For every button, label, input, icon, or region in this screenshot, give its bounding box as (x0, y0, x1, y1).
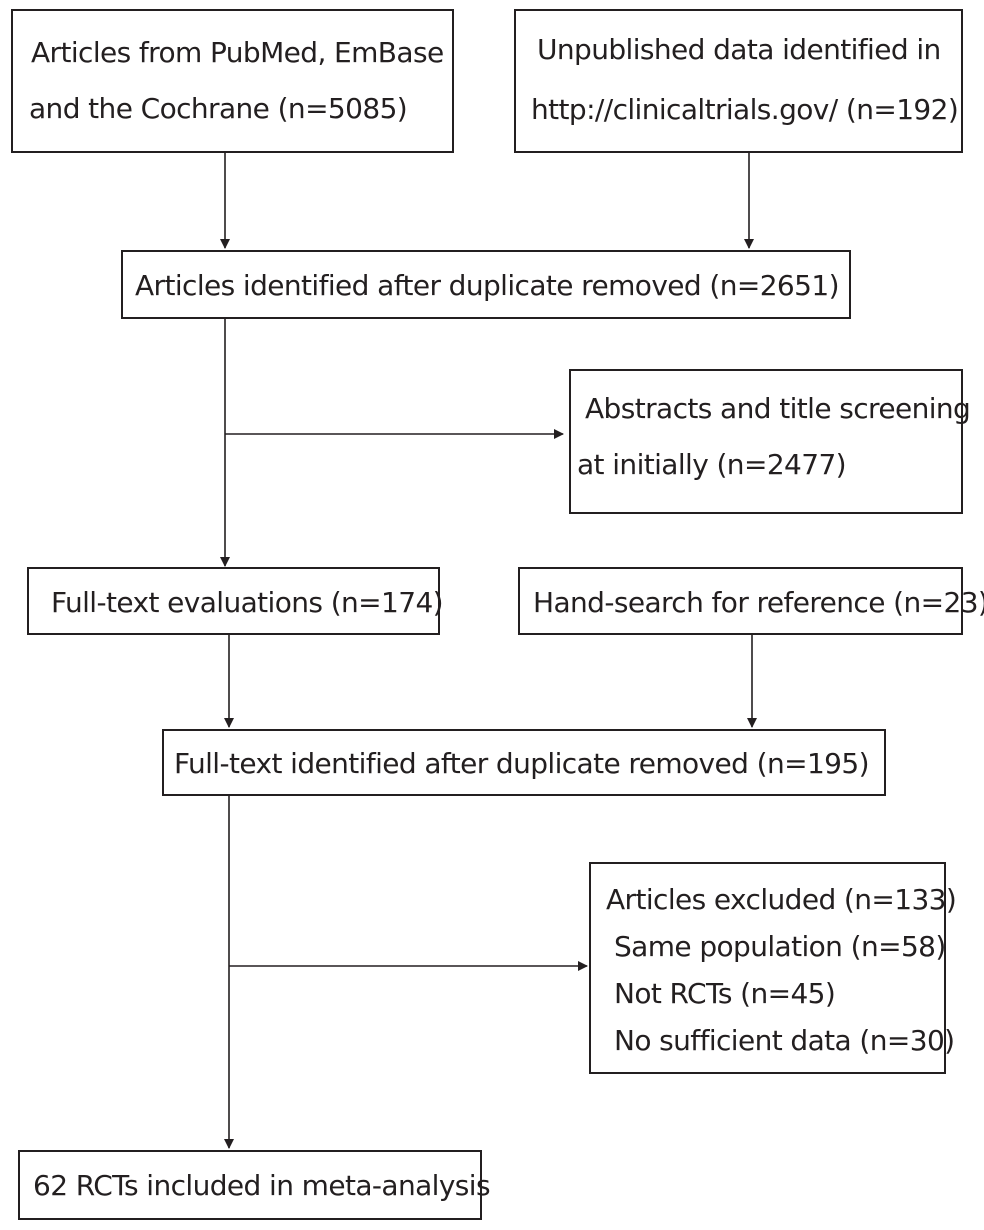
pubmed-box: Articles from PubMed, EmBase and the Coc… (11, 9, 454, 153)
pubmed-line-1: Articles from PubMed, EmBase (31, 36, 444, 69)
pubmed-line-2: and the Cochrane (n=5085) (29, 92, 408, 125)
excluded-line-2: Same population (n=58) (614, 930, 946, 963)
dedup-box: Articles identified after duplicate remo… (121, 250, 851, 319)
included-box: 62 RCTs included in meta-analysis (18, 1150, 491, 1220)
excluded-box: Articles excluded (n=133) Same populatio… (589, 862, 957, 1074)
screening-box: Abstracts and title screening at initial… (569, 369, 971, 514)
handsearch-box: Hand-search for reference (n=23) (518, 567, 984, 635)
clinicaltrials-line-2: http://clinicaltrials.gov/ (n=192) (531, 93, 959, 126)
screening-line-1: Abstracts and title screening (585, 392, 971, 425)
handsearch-line-1: Hand-search for reference (n=23) (533, 586, 984, 619)
excluded-line-3: Not RCTs (n=45) (614, 977, 836, 1010)
fulltext-evaluations-line-1: Full-text evaluations (n=174) (51, 586, 444, 619)
included-line-1: 62 RCTs included in meta-analysis (33, 1169, 491, 1202)
fulltext-dedup-line-1: Full-text identified after duplicate rem… (174, 747, 870, 780)
clinicaltrials-line-1: Unpublished data identified in (537, 33, 941, 66)
dedup-line-1: Articles identified after duplicate remo… (135, 269, 840, 302)
excluded-line-1: Articles excluded (n=133) (606, 883, 957, 916)
fulltext-dedup-box: Full-text identified after duplicate rem… (162, 729, 886, 796)
fulltext-evaluations-box: Full-text evaluations (n=174) (27, 567, 444, 635)
excluded-line-4: No sufficient data (n=30) (614, 1024, 955, 1057)
screening-line-2: at initially (n=2477) (577, 448, 847, 481)
clinicaltrials-box: Unpublished data identified in http://cl… (514, 9, 963, 153)
